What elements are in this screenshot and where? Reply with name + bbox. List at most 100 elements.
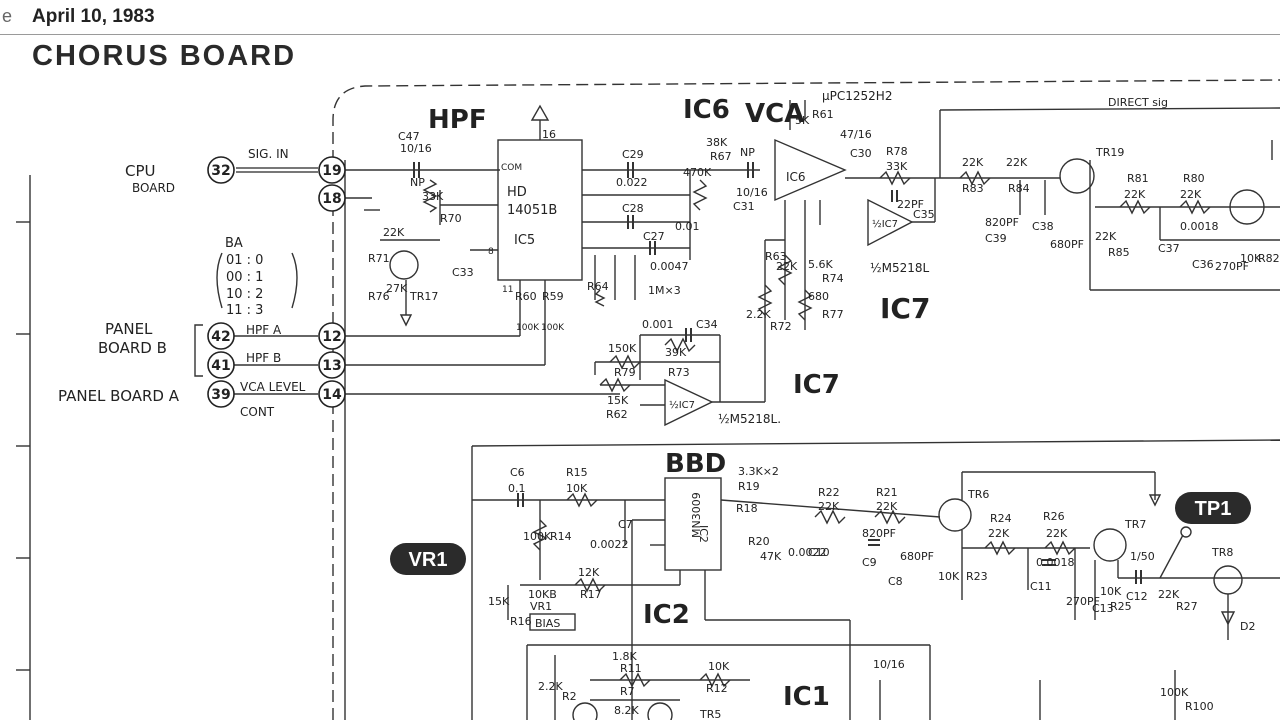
ic5-part: 14051B [507,203,557,218]
lbl-r14: R14 [550,530,572,543]
page-title: CHORUS BOARD [32,40,297,72]
lbl-c8: C8 [888,575,903,588]
direct-sig: DIRECT sig [1108,96,1168,109]
lbl-c31: C31 [733,200,755,213]
lbl-c35: C35 [913,208,935,221]
lbl-r11v: 1.8K [612,650,637,663]
lbl-r23v: 10K [938,570,960,583]
lbl-c36: C36 [1192,258,1214,271]
lbl-r18: R18 [736,502,758,515]
lbl-c33: C33 [452,266,474,279]
lbl-r61v: 5K [795,114,810,127]
lbl-c29: C29 [622,148,644,161]
lbl-r71v: 22K [383,226,405,239]
lbl-tr5: TR5 [699,708,721,720]
lbl-470k: 470K [683,166,712,179]
lbl-c28: C28 [622,202,644,215]
truth-row-2: 10 : 2 [226,287,263,302]
lbl-c9v: 820PF [862,527,896,540]
lbl-r70v: 33K [422,190,444,203]
lbl-r79v: 150K [608,342,637,355]
lbl-tr17: TR17 [409,290,438,303]
lbl-r25: R25 [1110,600,1132,613]
lbl-r77: R77 [822,308,844,321]
lbl-c12: C12 [1126,590,1148,603]
lbl-r14v: 100K [523,530,552,543]
lbl-c12v: 1/50 [1130,550,1155,563]
lbl-r72: R72 [770,320,792,333]
lbl-r20: R20 [748,535,770,548]
lbl-r80: R80 [1183,172,1205,185]
truth-row-3: 11 : 3 [226,303,263,318]
m5218-b: ½M5218L. [718,412,781,426]
lbl-r21: R21 [876,486,898,499]
lbl-c27v: 0.0047 [650,260,689,273]
lbl-r17v: 12K [578,566,600,579]
lbl-tr8: TR8 [1211,546,1233,559]
connector-12-label: 12 [322,329,341,345]
lbl-c3v: 10/16 [873,658,905,671]
ic7-title-a: IC7 [880,292,930,325]
lbl-c11v: 0.0018 [1036,556,1075,569]
connector-13-label: 13 [322,358,341,374]
lbl-r11: R11 [620,662,642,675]
bbd-title: BBD [665,449,726,479]
lbl-r73: R73 [668,366,690,379]
connector-19-label: 19 [322,163,341,179]
connector-14 [318,380,346,408]
ic6-title: IC6 [683,95,730,125]
lbl-c39v: 820PF [985,216,1019,229]
lbl-r27v: 22K [1158,588,1180,601]
truth-row-0: 01 : 0 [226,253,263,268]
connector-41-label: 41 [211,358,230,374]
lbl-pin11: 11 [502,285,513,295]
lbl-tr19: TR19 [1095,146,1124,159]
lbl-c39: C39 [985,232,1007,245]
lbl-np: NP [410,176,425,189]
lbl-r26v: 22K [1046,527,1068,540]
ic1-title: IC1 [783,682,830,712]
hpf-title: HPF [428,105,487,135]
lbl-c38: C38 [1032,220,1054,233]
lbl-r70: R70 [440,212,462,225]
lbl-c7: C7 [618,518,633,531]
ic2-title: IC2 [643,600,690,630]
lbl-r2: R2 [562,690,577,703]
panel-label: PANEL [105,320,153,338]
lbl-r26: R26 [1043,510,1065,523]
lbl-r62v: 15K [607,394,629,407]
lbl-c6v: 0.1 [508,482,526,495]
lbl-vr1v: 10KB [528,588,557,601]
vca-title: VCA [745,99,804,129]
connector-18-label: 18 [322,191,341,207]
lbl-r15v: 10K [566,482,588,495]
hpf-b-label: HPF B [246,351,281,365]
lbl-c13: C13 [1092,602,1114,615]
lbl-r81: R81 [1127,172,1149,185]
lbl-c7v: 0.0022 [590,538,629,551]
lbl-r62: R62 [606,408,628,421]
lbl-c31v: 10/16 [736,186,768,199]
lbl-r12: R12 [706,682,728,695]
lbl-r24: R24 [990,512,1012,525]
lbl-r67: R67 [710,150,732,163]
lbl-r64: R64 [587,280,609,293]
hpf-a-label: HPF A [246,323,282,337]
lbl-r7v: 8.2K [614,704,639,717]
lbl-c34v: 0.001 [642,318,674,331]
lbl-r73v: 39K [665,346,687,359]
vca-level-label: VCA LEVEL [240,380,306,394]
lbl-r15: R15 [566,466,588,479]
lbl-r71: R71 [368,252,390,265]
lbl-vr1: VR1 [530,600,552,613]
lbl-r83v: 22K [962,156,984,169]
lbl-r22v: 22K [818,500,840,513]
lbl-bias: BIAS [535,617,560,630]
connector-13 [318,351,346,379]
lbl-r100: R100 [1185,700,1214,713]
lbl-r59v: 100K [541,323,565,333]
lbl-r78: R78 [886,145,908,158]
lbl-com: COM [501,163,522,173]
vr1-badge-label: VR1 [409,549,448,571]
lbl-d2: D2 [1240,620,1255,633]
